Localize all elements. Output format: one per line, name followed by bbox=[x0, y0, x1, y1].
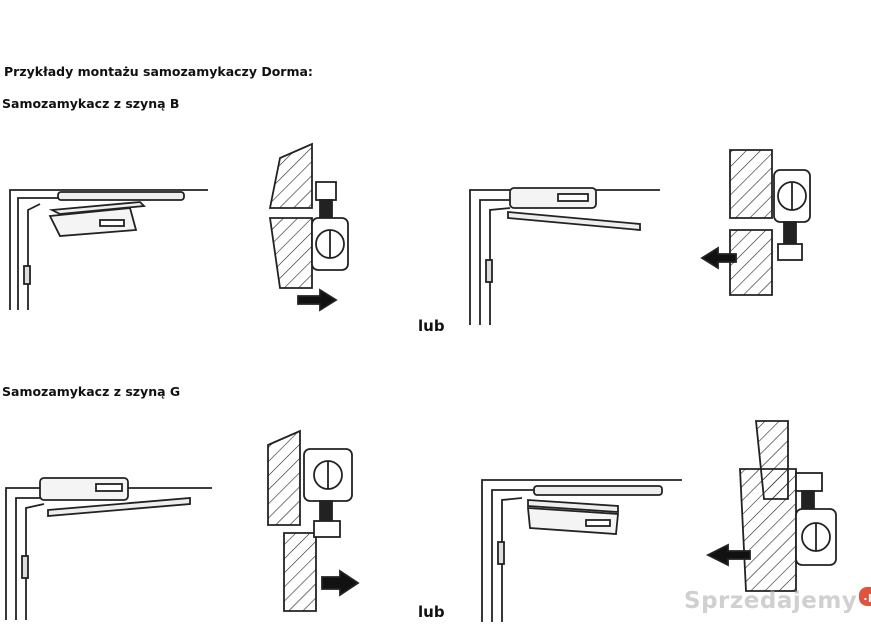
figure-b-frame-left bbox=[9, 189, 208, 310]
separator-lub-g: lub bbox=[418, 603, 445, 621]
figure-b-top-right bbox=[700, 149, 811, 296]
figure-b-frame-right bbox=[469, 187, 660, 325]
section-title-rail-b: Samozamykacz z szyną B bbox=[2, 96, 180, 111]
figure-g-top-right bbox=[705, 420, 837, 592]
separator-lub-b: lub bbox=[418, 317, 445, 335]
page-title: Przykłady montażu samozamykaczy Dorma: bbox=[4, 64, 313, 79]
figure-g-frame-right bbox=[481, 479, 682, 622]
figure-b-top-left bbox=[268, 142, 349, 312]
watermark: Sprzedajemy .pl bbox=[684, 586, 871, 614]
figure-g-frame-left bbox=[5, 477, 212, 620]
figure-g-top-left bbox=[267, 429, 360, 612]
watermark-badge: .pl bbox=[859, 586, 871, 606]
watermark-text: Sprzedajemy bbox=[684, 588, 858, 614]
section-title-rail-g: Samozamykacz z szyną G bbox=[2, 384, 181, 399]
